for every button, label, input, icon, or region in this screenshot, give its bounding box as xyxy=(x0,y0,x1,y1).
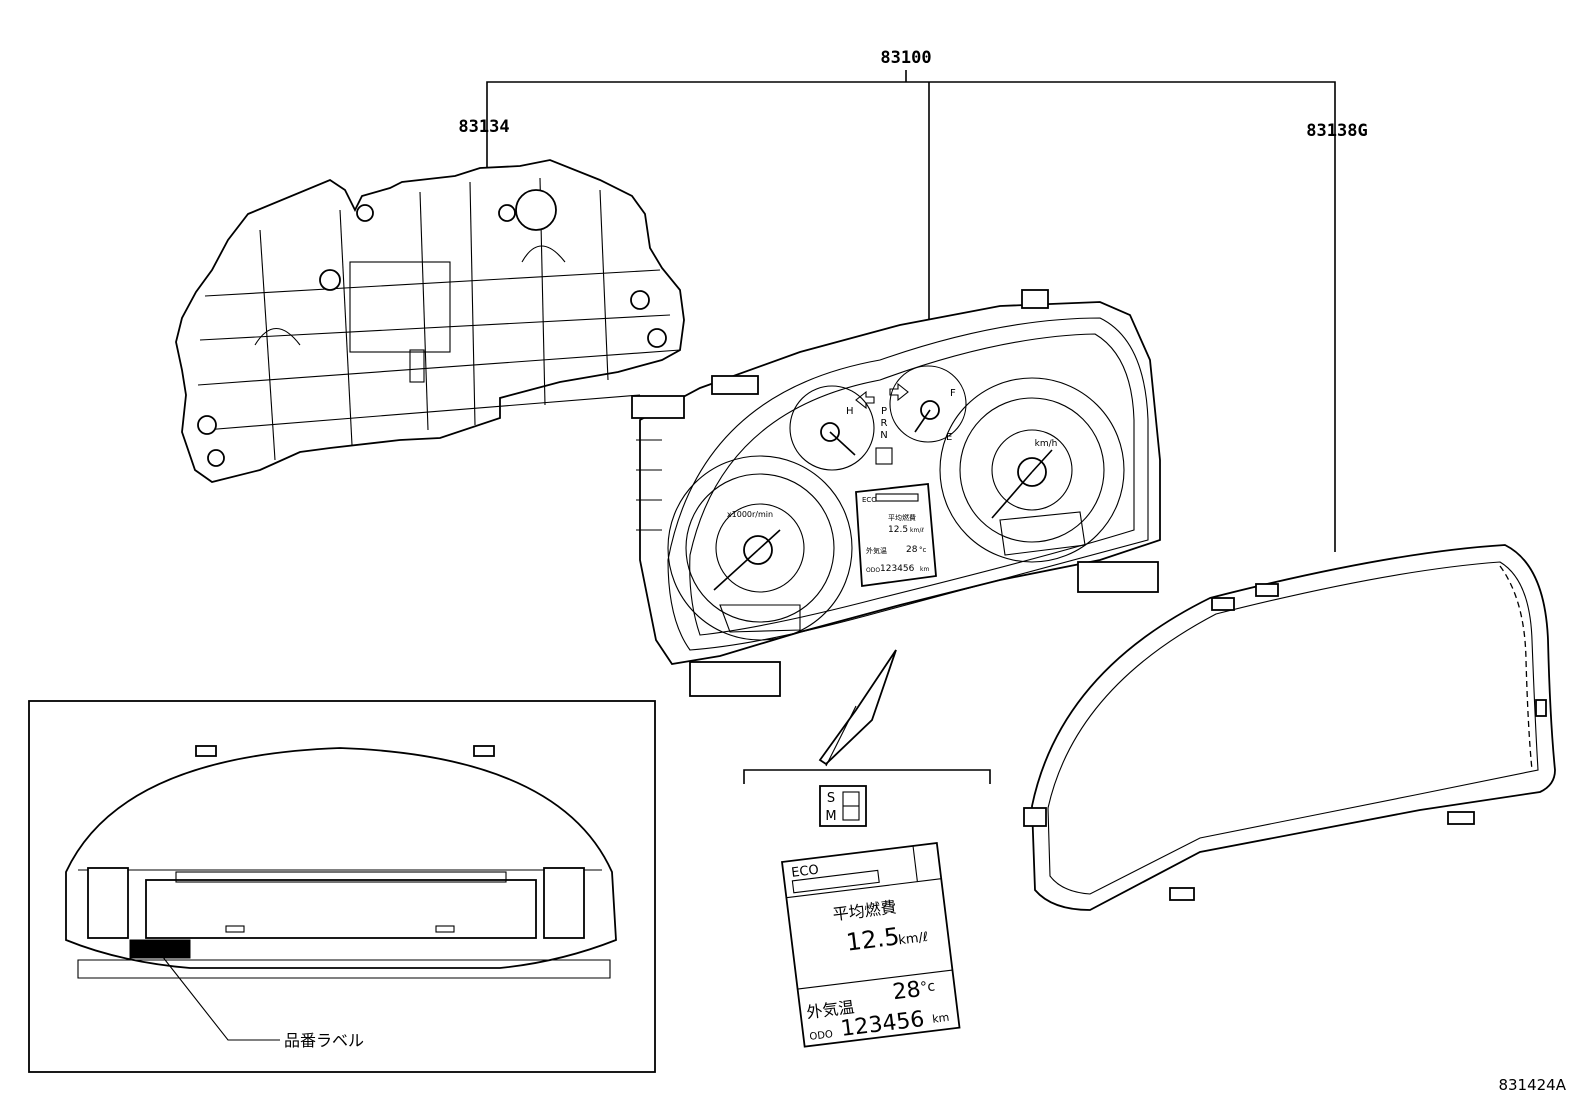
display-detail: S M ECO 平均燃費 12.5 km/ℓ 28 °c 外気温 ODO 123… xyxy=(743,649,991,1048)
fuel-unit: km/ℓ xyxy=(898,930,930,949)
callout-glass: 83138G xyxy=(1306,121,1367,141)
odo-unit: km xyxy=(932,1011,951,1026)
svg-text:km: km xyxy=(920,566,929,573)
figure-id: 831424A xyxy=(1498,1076,1566,1094)
fuel-e-label: E xyxy=(946,432,952,443)
detail-pointer xyxy=(818,649,897,766)
callout-assembly: 83100 xyxy=(880,48,931,68)
callout-tree: 83100 83134 83138G xyxy=(458,48,1368,552)
inset-box: 品番ラベル xyxy=(28,700,656,1073)
temp-h-label: H xyxy=(846,406,854,417)
svg-text:平均燃費: 平均燃費 xyxy=(888,513,916,522)
meter-assembly: x1000r/min km/h H F E xyxy=(631,289,1161,697)
shift-s-label: S xyxy=(827,791,835,806)
callout-housing: 83134 xyxy=(458,117,509,137)
svg-text:ECO: ECO xyxy=(862,496,877,504)
svg-text:12.5: 12.5 xyxy=(888,525,908,535)
leader-bracket xyxy=(486,81,1336,552)
eco-bar xyxy=(791,869,880,894)
temp-gauge: H xyxy=(789,385,875,471)
rear-housing xyxy=(175,159,685,483)
temp-unit: °c xyxy=(919,978,936,996)
temp-value: 28 xyxy=(891,977,922,1005)
svg-text:ODO: ODO xyxy=(866,567,880,574)
svg-text:外気温: 外気温 xyxy=(866,546,887,555)
turn-right-icon xyxy=(889,382,909,402)
odo-label: ODO xyxy=(809,1029,834,1043)
turn-left-icon xyxy=(855,390,875,410)
speed-unit-label: km/h xyxy=(1035,439,1058,449)
tach-unit-label: x1000r/min xyxy=(727,510,773,519)
gear-n-label: N xyxy=(880,430,887,441)
fuel-f-label: F xyxy=(950,388,956,399)
tachometer: x1000r/min xyxy=(667,455,853,641)
meter-glass xyxy=(1023,544,1556,911)
fuel-gauge: F E xyxy=(889,365,967,443)
detail-bracket xyxy=(743,769,991,784)
multi-info-display: ECO 平均燃費 12.5 km/ℓ 28 °c 外気温 ODO 123456 … xyxy=(780,841,961,1048)
eco-label: ECO xyxy=(791,863,820,881)
svg-text:°c: °c xyxy=(919,546,927,554)
part-number-label: 品番ラベル xyxy=(284,1031,364,1050)
svg-text:28: 28 xyxy=(906,545,918,555)
shift-indicator-icon xyxy=(875,447,893,465)
shift-m-label: M xyxy=(825,809,836,824)
gear-r-label: R xyxy=(881,418,888,429)
part-number-label-area xyxy=(129,939,191,959)
cluster-mini-display: ECO 平均燃費 12.5 km/ℓ 外気温 28 °c ODO 123456 … xyxy=(855,483,937,588)
svg-text:123456: 123456 xyxy=(880,564,915,574)
fuel-value: 12.5 xyxy=(845,922,901,956)
label-leader xyxy=(161,955,280,1041)
gear-p-label: P xyxy=(881,406,887,417)
svg-text:km/ℓ: km/ℓ xyxy=(910,527,924,534)
speedometer: km/h xyxy=(939,377,1125,563)
